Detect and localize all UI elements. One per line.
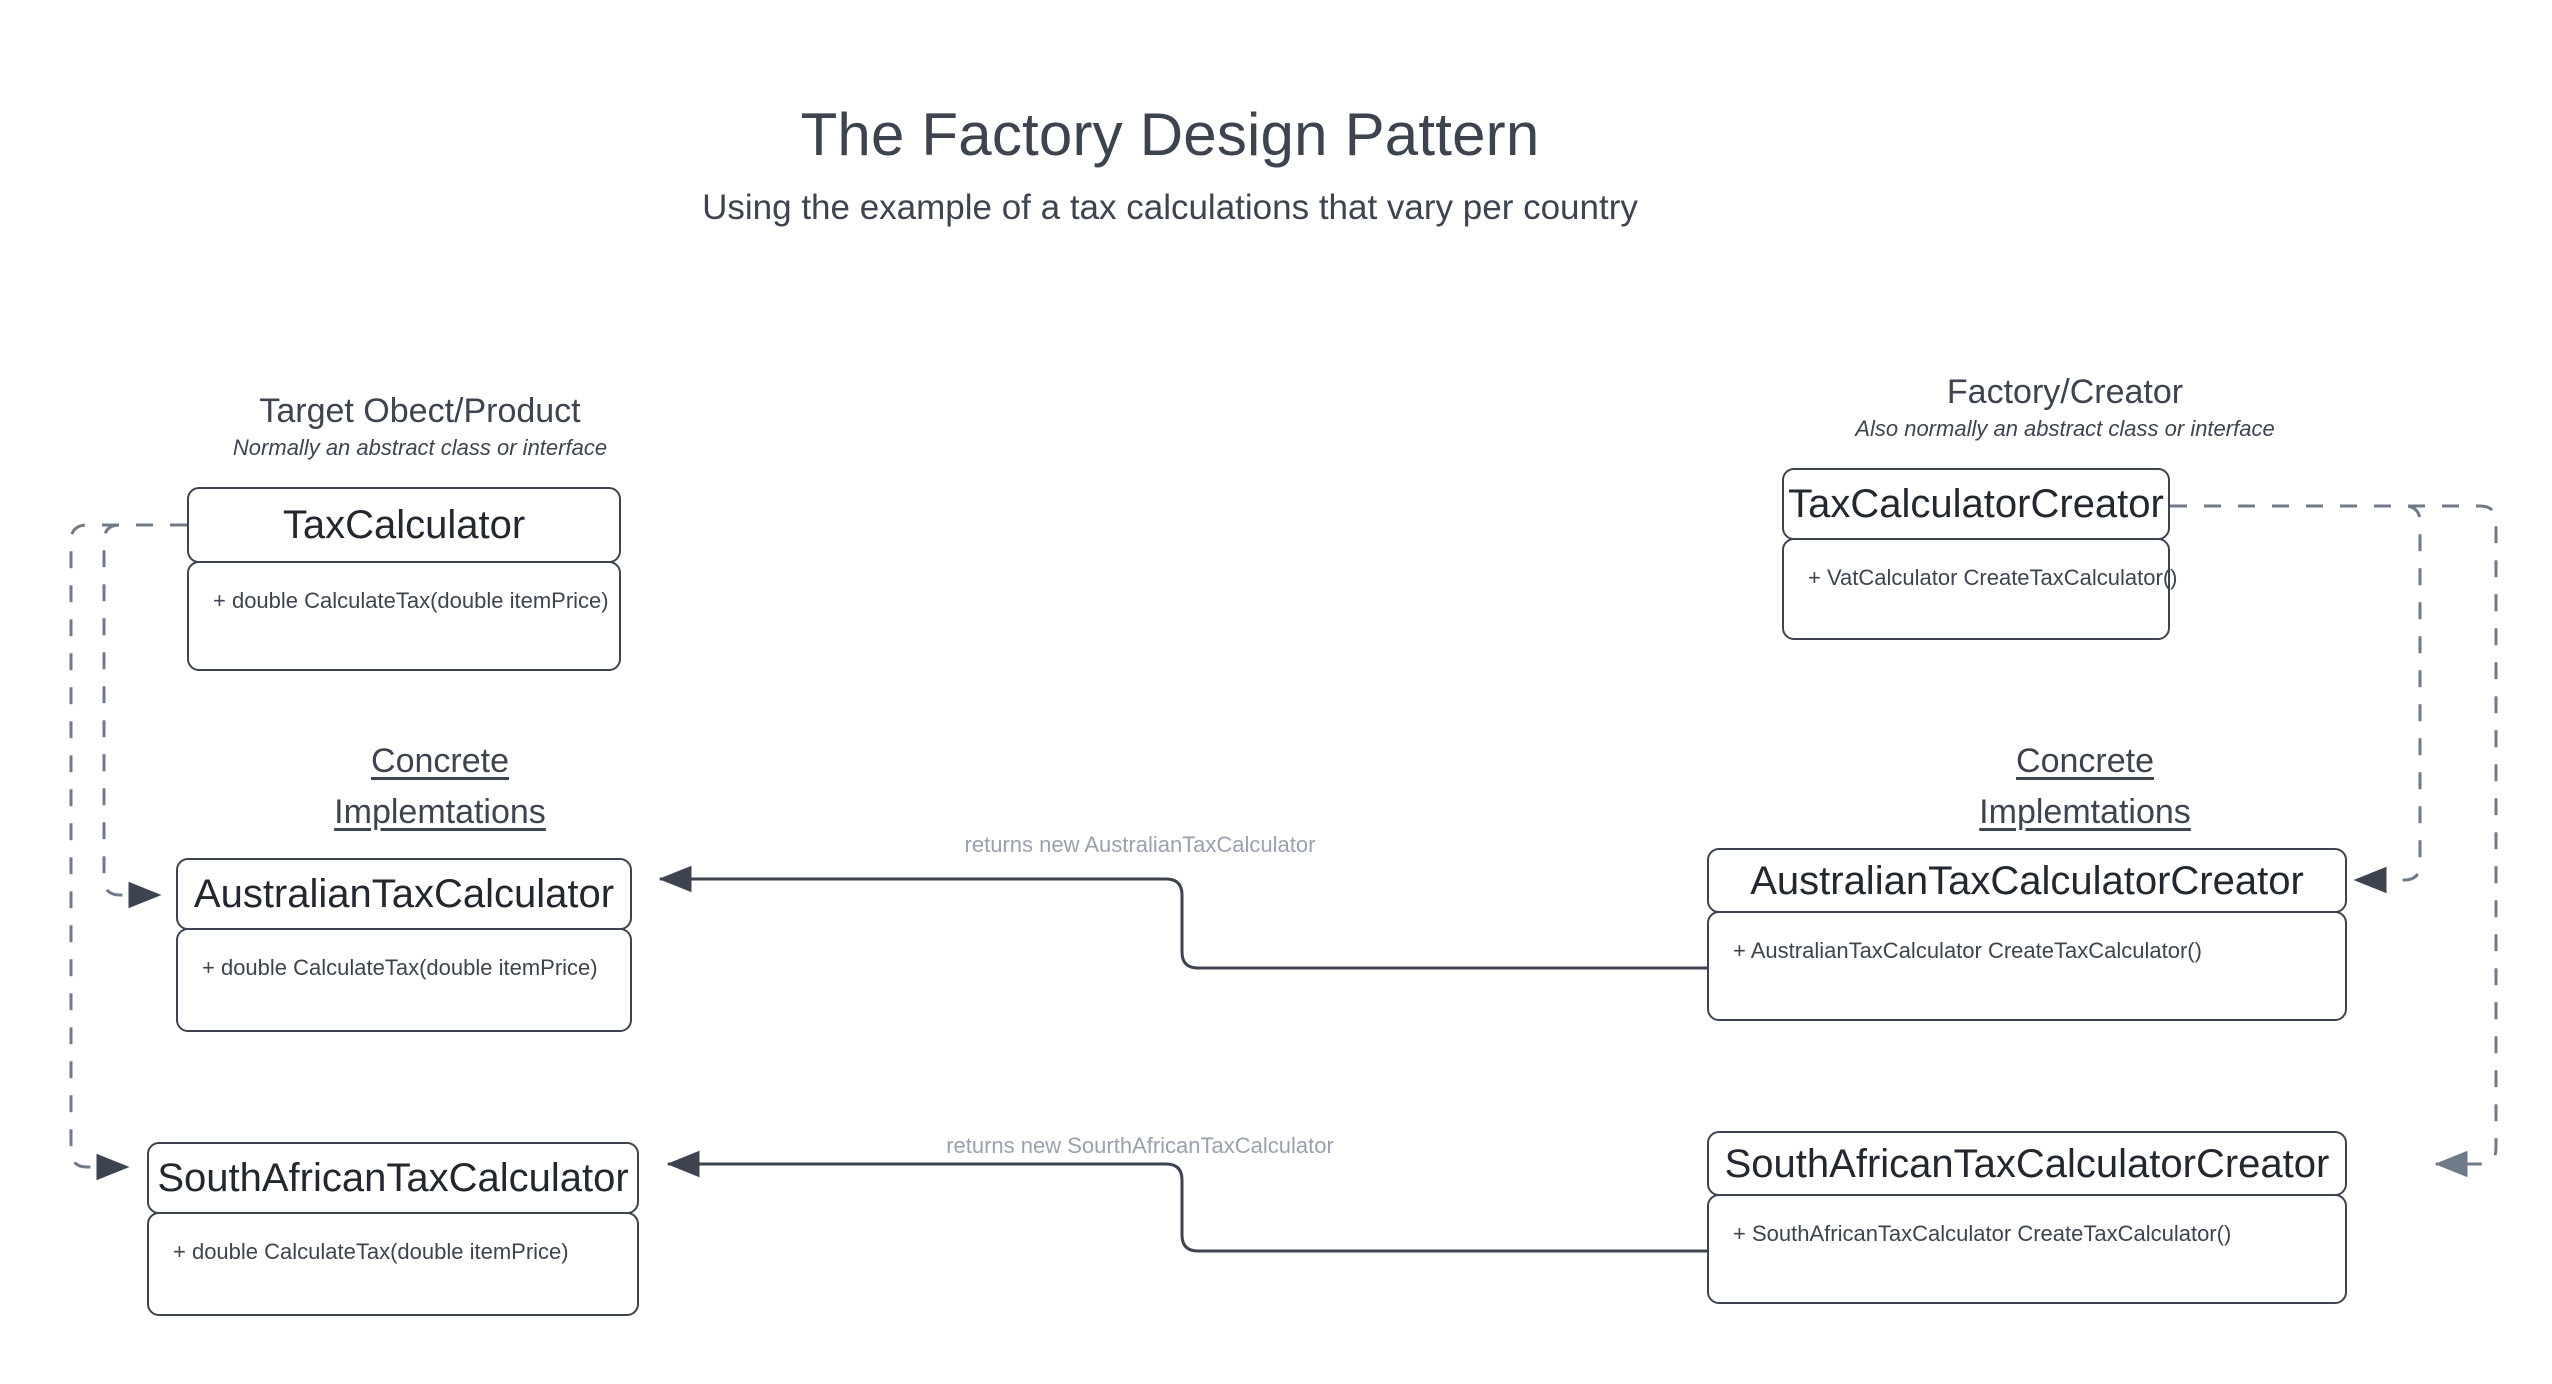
uml-member: + double CalculateTax(double itemPrice) (202, 955, 598, 980)
uml-class-australiantaxcalculator-members: + double CalculateTax(double itemPrice) (176, 928, 632, 1032)
uml-class-southafricantaxcalculatorcreator[interactable]: SouthAfricanTaxCalculatorCreator + South… (1707, 1131, 2347, 1304)
uml-class-southafricantaxcalculator[interactable]: SouthAfricanTaxCalculator + double Calcu… (147, 1142, 639, 1316)
edge-returns-southafrican (666, 1150, 1707, 1253)
uml-class-southafricantaxcalculator-header[interactable]: SouthAfricanTaxCalculator (147, 1142, 639, 1214)
group-header-concrete-implementations-right: Concrete Implemtations (1825, 736, 2345, 838)
uml-class-australiantaxcalculatorcreator-name: AustralianTaxCalculatorCreator (1750, 858, 2304, 903)
edge-taxcalculator-to-southafrican (69, 523, 187, 1181)
edge-taxcalculator-to-australian (102, 523, 187, 909)
uml-class-australiantaxcalculator[interactable]: AustralianTaxCalculator + double Calcula… (176, 858, 632, 1032)
uml-class-southafricantaxcalculator-name: SouthAfricanTaxCalculator (157, 1156, 629, 1200)
uml-member: + double CalculateTax(double itemPrice) (213, 588, 609, 613)
edge-label-returns-southafrican: returns new SourthAfricanTaxCalculator (946, 1133, 1334, 1158)
group-header-concrete-implementations-left: Concrete Implemtations (180, 736, 700, 838)
uml-class-taxcalculator[interactable]: TaxCalculator + double CalculateTax(doub… (187, 487, 621, 671)
concrete-right-line2: Implemtations (1979, 793, 2191, 831)
concrete-left-line1: Concrete (371, 742, 509, 780)
page-title: The Factory Design Pattern (800, 101, 1540, 168)
uml-class-southafricantaxcalculatorcreator-name: SouthAfricanTaxCalculatorCreator (1724, 1141, 2330, 1186)
uml-class-australiantaxcalculatorcreator[interactable]: AustralianTaxCalculatorCreator + Austral… (1707, 848, 2347, 1021)
section-header-factory-creator: Factory/Creator Also normally an abstrac… (1650, 373, 2480, 442)
section-title-target: Target Obect/Product (259, 392, 581, 430)
section-subtitle-target: Normally an abstract class or interface (232, 435, 608, 461)
uml-class-southafricantaxcalculatorcreator-header[interactable]: SouthAfricanTaxCalculatorCreator (1707, 1131, 2347, 1196)
section-subtitle-factory: Also normally an abstract class or inter… (1855, 416, 2275, 442)
page-subtitle: Using the example of a tax calculations … (702, 188, 1638, 227)
section-title-factory: Factory/Creator (1946, 373, 2184, 411)
uml-class-taxcalculatorcreator-name: TaxCalculatorCreator (1788, 482, 2164, 526)
concrete-left-line2: Implemtations (334, 793, 546, 831)
uml-member: + double CalculateTax(double itemPrice) (173, 1239, 569, 1264)
uml-member: + AustralianTaxCalculator CreateTaxCalcu… (1733, 938, 2202, 963)
uml-class-australiantaxcalculator-header[interactable]: AustralianTaxCalculator (176, 858, 632, 930)
uml-class-taxcalculator-header[interactable]: TaxCalculator (187, 487, 621, 563)
uml-class-australiantaxcalculator-name: AustralianTaxCalculator (193, 872, 615, 916)
uml-member: + SouthAfricanTaxCalculator CreateTaxCal… (1733, 1221, 2232, 1246)
edge-label-returns-australian: returns new AustralianTaxCalculator (964, 832, 1316, 857)
uml-class-australiantaxcalculatorcreator-members: + AustralianTaxCalculator CreateTaxCalcu… (1707, 911, 2347, 1021)
uml-class-southafricantaxcalculatorcreator-members: + SouthAfricanTaxCalculator CreateTaxCal… (1707, 1194, 2347, 1304)
uml-class-australiantaxcalculatorcreator-header[interactable]: AustralianTaxCalculatorCreator (1707, 848, 2347, 913)
header: The Factory Design Pattern Using the exa… (0, 100, 2340, 229)
uml-member: + VatCalculator CreateTaxCalculator() (1808, 565, 2178, 590)
section-header-target-product: Target Obect/Product Normally an abstrac… (50, 392, 790, 461)
uml-class-taxcalculatorcreator[interactable]: TaxCalculatorCreator + VatCalculator Cre… (1782, 468, 2178, 640)
uml-class-taxcalculatorcreator-members: + VatCalculator CreateTaxCalculator() (1782, 538, 2178, 640)
uml-class-taxcalculatorcreator-header[interactable]: TaxCalculatorCreator (1782, 468, 2170, 540)
edge-returns-australian (658, 865, 1707, 970)
concrete-right-line1: Concrete (2016, 742, 2154, 780)
uml-class-taxcalculator-members: + double CalculateTax(double itemPrice) (187, 561, 621, 671)
uml-class-taxcalculator-name: TaxCalculator (282, 503, 526, 547)
uml-class-southafricantaxcalculator-members: + double CalculateTax(double itemPrice) (147, 1212, 639, 1316)
